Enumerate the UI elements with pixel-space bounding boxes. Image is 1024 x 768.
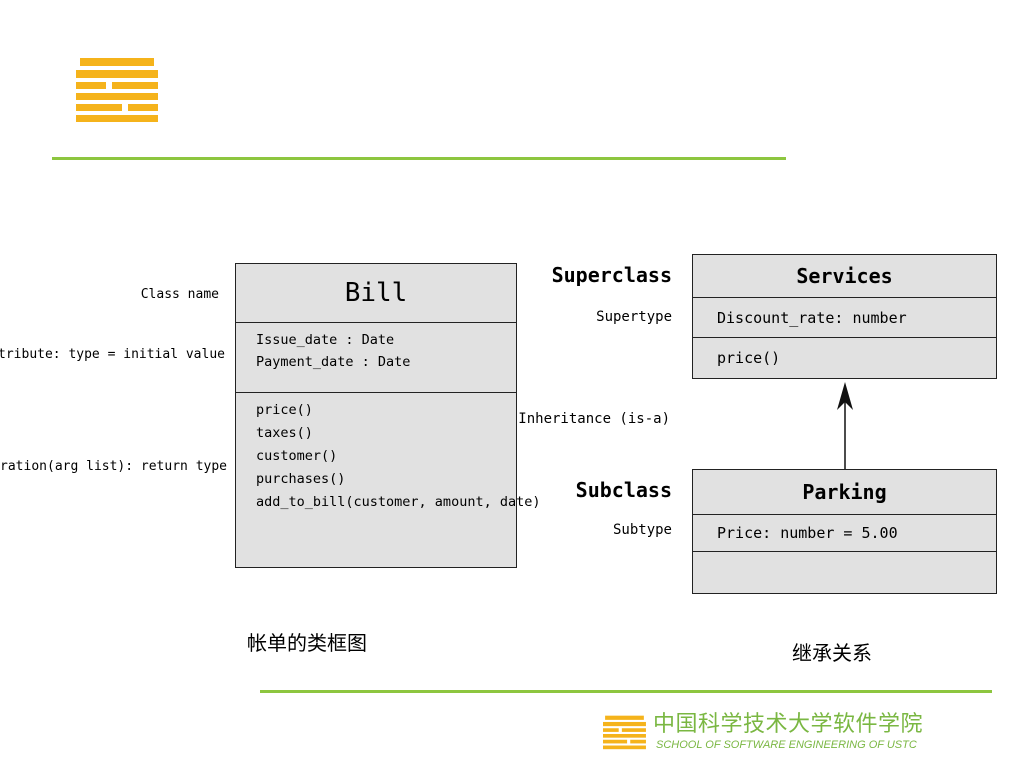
caption-inheritance: 继承关系 xyxy=(792,641,872,665)
school-logo-icon xyxy=(76,58,158,122)
label-inheritance: Inheritance (is-a) xyxy=(518,411,670,427)
parking-operations xyxy=(693,551,996,593)
label-attribute: Attribute: type = initial value xyxy=(0,347,225,362)
services-operations: price() xyxy=(693,337,996,377)
footer-school-name-cn: 中国科学技术大学软件学院 xyxy=(653,711,924,736)
label-class-name: Class name xyxy=(140,287,219,302)
label-subclass: Subclass xyxy=(575,478,672,502)
services-operation: price() xyxy=(717,348,781,367)
bill-class-name: Bill xyxy=(344,278,408,308)
label-superclass: Superclass xyxy=(551,263,672,287)
footer-school-name-en: SCHOOL OF SOFTWARE ENGINEERING OF USTC xyxy=(656,739,917,751)
bill-attribute: Issue_date : Date xyxy=(256,332,395,348)
parking-class-name: Parking xyxy=(802,480,887,504)
bottom-divider xyxy=(260,690,992,693)
parking-attributes: Price: number = 5.00 xyxy=(693,514,996,551)
bill-attributes: Issue_date : Date Payment_date : Date xyxy=(236,322,516,392)
footer-logo-icon xyxy=(603,715,646,750)
bill-class-box: Bill Issue_date : Date Payment_date : Da… xyxy=(235,263,541,568)
bill-operation: add_to_bill(customer, amount, date) xyxy=(256,494,541,510)
services-attribute: Discount_rate: number xyxy=(717,308,907,327)
parking-class-box: Parking Price: number = 5.00 xyxy=(692,469,997,594)
inheritance-arrow xyxy=(837,382,853,470)
services-class-name: Services xyxy=(796,264,893,288)
bill-operation: customer() xyxy=(256,448,338,464)
services-class-box: Services Discount_rate: number price() xyxy=(692,254,997,379)
label-supertype: Supertype xyxy=(596,309,672,325)
parking-attribute: Price: number = 5.00 xyxy=(717,524,898,542)
bill-operation: price() xyxy=(256,402,313,418)
label-subtype: Subtype xyxy=(612,522,672,538)
bill-operations: price() taxes() customer() purchases() a… xyxy=(236,392,541,514)
bill-attribute: Payment_date : Date xyxy=(256,354,411,370)
label-operation: Operation(arg list): return type xyxy=(0,459,227,474)
top-divider xyxy=(52,157,786,160)
bill-operation: taxes() xyxy=(256,425,313,441)
services-attributes: Discount_rate: number xyxy=(693,297,996,337)
bill-operation: purchases() xyxy=(256,471,346,487)
caption-bill: 帐单的类框图 xyxy=(247,631,367,655)
